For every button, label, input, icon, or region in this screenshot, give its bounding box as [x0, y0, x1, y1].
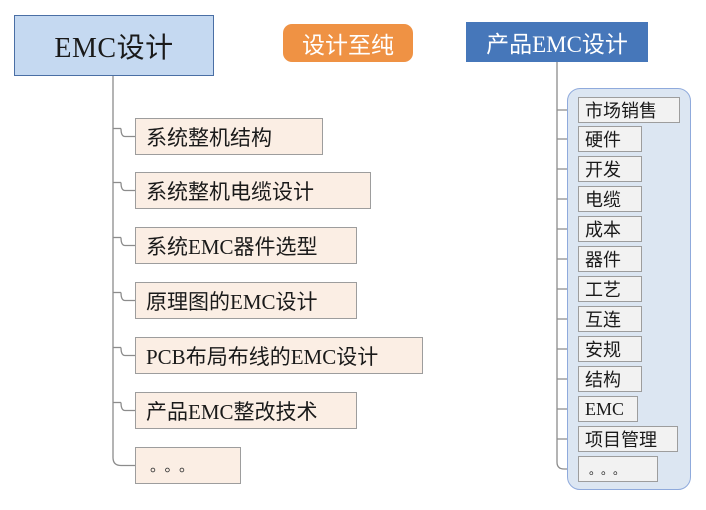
left-elbow-0	[120, 128, 135, 138]
right-branch-item[interactable]: 开发	[578, 156, 642, 182]
left-branch-item[interactable]: 系统整机结构	[135, 118, 323, 155]
right-branch-item[interactable]: 电缆	[578, 186, 642, 212]
left-elbow-4	[120, 347, 135, 357]
left-branch-item[interactable]: 原理图的EMC设计	[135, 282, 357, 319]
left-elbow-3	[120, 292, 135, 302]
right-branch-item[interactable]: 硬件	[578, 126, 642, 152]
right-header-product-emc-design[interactable]: 产品EMC设计	[466, 22, 648, 62]
badge-design-slogan[interactable]: 设计至纯	[283, 24, 413, 62]
left-branch-item[interactable]: 产品EMC整改技术	[135, 392, 357, 429]
right-branch-item[interactable]: EMC	[578, 396, 638, 422]
right-branch-item[interactable]: 安规	[578, 336, 642, 362]
left-branch-item[interactable]: PCB布局布线的EMC设计	[135, 337, 423, 374]
left-branch-item[interactable]: 系统EMC器件选型	[135, 227, 357, 264]
left-branch-item[interactable]: 。。。	[135, 447, 241, 484]
right-branch-item[interactable]: 器件	[578, 246, 642, 272]
left-elbow-6	[112, 457, 135, 467]
right-branch-item[interactable]: 。。。	[578, 456, 658, 482]
right-branch-item[interactable]: 互连	[578, 306, 642, 332]
left-elbow-2	[120, 237, 135, 247]
right-branch-item[interactable]: 工艺	[578, 276, 642, 302]
left-branch-item[interactable]: 系统整机电缆设计	[135, 172, 371, 209]
right-branch-item[interactable]: 项目管理	[578, 426, 678, 452]
left-elbow-1	[120, 182, 135, 192]
right-branch-item[interactable]: 结构	[578, 366, 642, 392]
right-branch-item[interactable]: 市场销售	[578, 97, 680, 123]
root-node-emc-design[interactable]: EMC设计	[14, 15, 214, 76]
left-elbow-5	[120, 402, 135, 412]
right-branch-item[interactable]: 成本	[578, 216, 642, 242]
